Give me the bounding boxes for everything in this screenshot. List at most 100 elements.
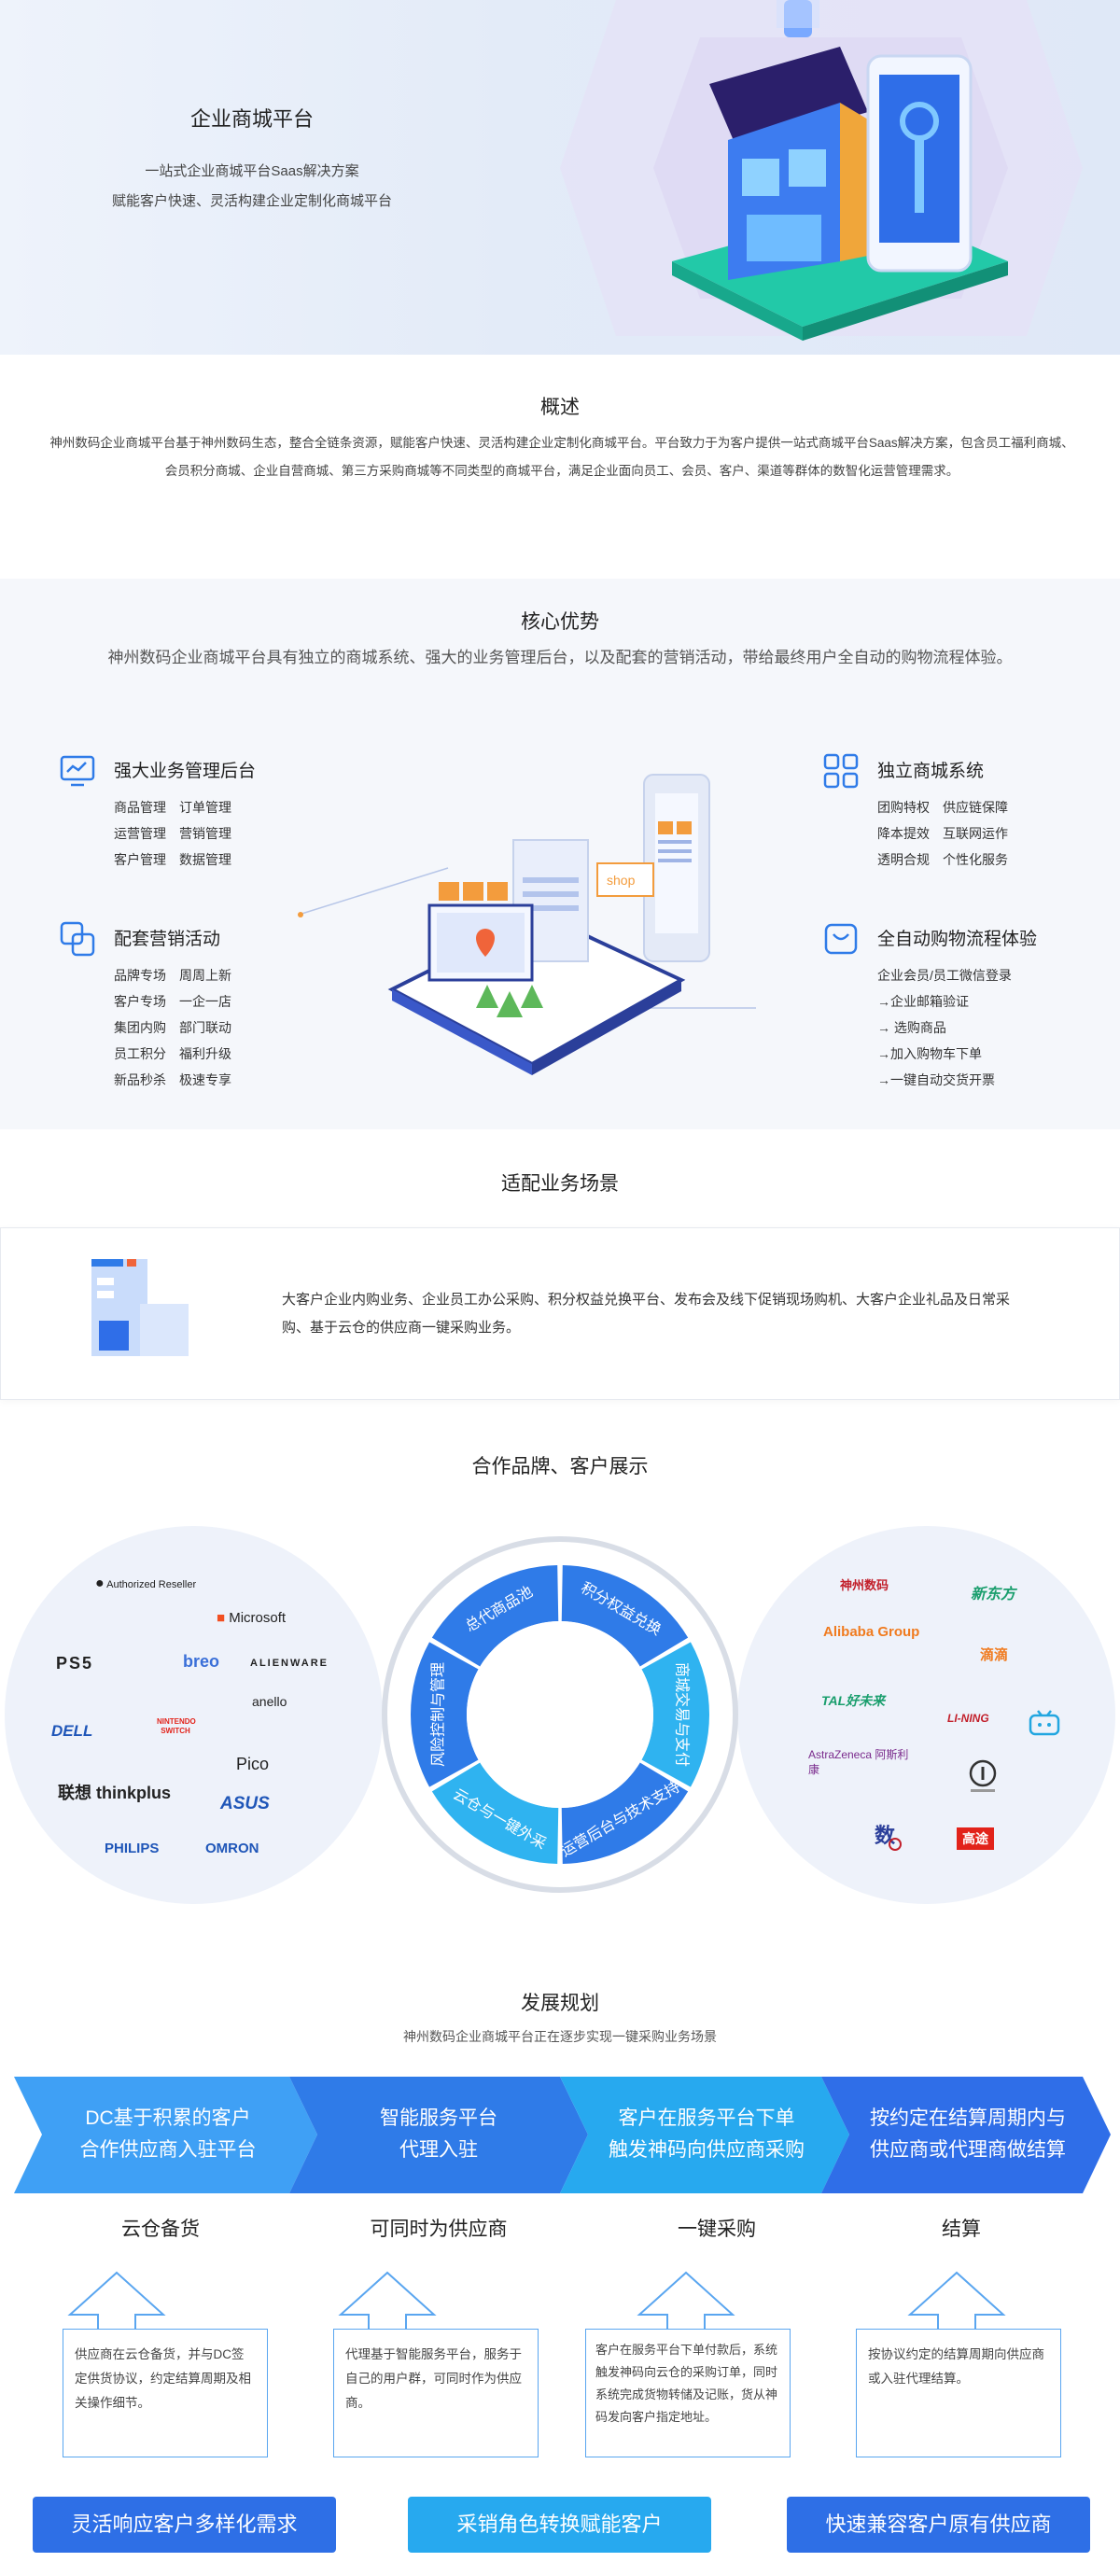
logo-lenovo-thinkplus: 联想 thinkplus bbox=[58, 1784, 171, 1802]
ring-label: 风险控制与管理 bbox=[429, 1662, 447, 1767]
overlap-squares-icon bbox=[60, 921, 95, 957]
ring-segment bbox=[431, 1762, 559, 1864]
feature-row: →一键自动交货开票 bbox=[877, 1072, 995, 1087]
logo-tal: TAL好未来 bbox=[821, 1693, 886, 1708]
feature-row: 透明合规个性化服务 bbox=[877, 852, 1008, 867]
roadmap-step-1: DC基于积累的客户合作供应商入驻平台 bbox=[79, 2107, 257, 2161]
logo-omron: OMRON bbox=[205, 1841, 259, 1856]
hero-line-2: 赋能客户快速、灵活构建企业定制化商城平台 bbox=[111, 193, 392, 209]
stage-note: 代理基于智能服务平台，服务于自己的用户群，可同时作为供应商。 bbox=[333, 2329, 539, 2457]
stage-note: 客户在服务平台下单付款后，系统触发神码向云仓的采购订单，同时系统完成货物转储及记… bbox=[585, 2329, 791, 2457]
ring-segment bbox=[431, 1565, 559, 1667]
feature-row: →加入购物车下单 bbox=[877, 1046, 982, 1061]
logo-nintendo-switch: NINTENDO SWITCH bbox=[157, 1717, 196, 1735]
feature-row: →企业邮箱验证 bbox=[877, 994, 969, 1009]
brand-bubble-left bbox=[5, 1526, 383, 1904]
core-advantages-section: 核心优势 神州数码企业商城平台具有独立的商城系统、强大的业务管理后台，以及配套的… bbox=[0, 579, 1120, 1129]
roadmap-step-3: 客户在服务平台下单触发神码向供应商采购 bbox=[609, 2107, 805, 2161]
feature-row: 客户管理数据管理 bbox=[114, 852, 231, 867]
partners-section: 合作品牌、客户展示 ● Authorized Reseller ■ Micros… bbox=[0, 1409, 1120, 1932]
logo-shuzi: 数 bbox=[875, 1824, 902, 1851]
core-subtitle: 神州数码企业商城平台具有独立的商城系统、强大的业务管理后台，以及配套的营销活动，… bbox=[107, 649, 1013, 666]
logo-ps5: PS5 bbox=[56, 1654, 94, 1673]
logo-bilibili bbox=[1029, 1710, 1060, 1736]
logo-astrazeneca: AstraZeneca 阿斯利康 bbox=[808, 1748, 909, 1776]
feature-row: 商品管理订单管理 bbox=[114, 800, 231, 815]
roadmap-arrows bbox=[14, 2077, 1111, 2193]
stage-label: 可同时为供应商 bbox=[370, 2219, 508, 2240]
roadmap-subtitle: 神州数码企业商城平台正在逐步实现一键采购业务场景 bbox=[403, 2029, 717, 2044]
logo-dell: DELL bbox=[51, 1722, 93, 1740]
stage-label: 一键采购 bbox=[678, 2219, 756, 2240]
overview-body: 神州数码企业商城平台基于神州数码生态，整合全链条资源，赋能客户快速、灵活构建企业… bbox=[49, 436, 1074, 478]
ring-segment bbox=[411, 1642, 479, 1787]
feature-auto-shopping: 全自动购物流程体验 企业会员/员工微信登录 →企业邮箱验证 → 选购商品 →加入… bbox=[821, 919, 1120, 1097]
roadmap-step-4: 按约定在结算周期内与供应商或代理商做结算 bbox=[870, 2107, 1066, 2161]
feature-row: 客户专场一企一店 bbox=[114, 994, 231, 1009]
logo-xindongfang: 新东方 bbox=[971, 1587, 1016, 1603]
ring-segment bbox=[641, 1642, 709, 1787]
stage-note: 按协议约定的结算周期向供应商或入驻代理结算。 bbox=[856, 2329, 1061, 2457]
building-icon bbox=[91, 1259, 189, 1356]
logo-didi: 滴滴 bbox=[980, 1647, 1009, 1663]
feature-row: 员工积分福利升级 bbox=[114, 1046, 231, 1061]
stage-label: 结算 bbox=[942, 2219, 981, 2240]
hero-text: 企业商城平台 一站式企业商城平台Saas解决方案 赋能客户快速、灵活构建企业定制… bbox=[65, 103, 439, 217]
hero-illustration bbox=[560, 0, 1083, 341]
logo-apple: ● Authorized Reseller bbox=[95, 1575, 197, 1591]
feature-mall-system: 独立商城系统 团购特权供应链保障 降本提效互联网运作 透明合规个性化服务 bbox=[821, 751, 1120, 867]
core-title: 核心优势 bbox=[521, 611, 599, 633]
feature-admin-backend: 强大业务管理后台 商品管理订单管理 运营管理营销管理 客户管理数据管理 bbox=[58, 751, 366, 867]
grid-icon bbox=[823, 753, 859, 789]
feature-row: 品牌专场周周上新 bbox=[114, 968, 231, 983]
logo-digital-china: 神州数码 bbox=[840, 1578, 889, 1592]
logo-alienware: ALIENWARE bbox=[250, 1658, 329, 1669]
logo-asus: ASUS bbox=[220, 1794, 270, 1813]
logo-philips: PHILIPS bbox=[105, 1841, 160, 1856]
bag-icon bbox=[824, 923, 858, 955]
feature-row: 降本提效互联网运作 bbox=[877, 826, 1008, 841]
feature-row: → 选购商品 bbox=[877, 1020, 946, 1035]
feature-title: 配套营销活动 bbox=[114, 930, 221, 949]
feature-row: 集团内购部门联动 bbox=[114, 1020, 231, 1035]
roadmap-step-2: 智能服务平台代理入驻 bbox=[380, 2107, 497, 2161]
logo-li-ning: LI-NING bbox=[947, 1712, 989, 1725]
hero-title: 企业商城平台 bbox=[189, 107, 314, 131]
stage-note: 供应商在云仓备货，并与DC签定供货协议，约定结算周期及相关操作细节。 bbox=[63, 2329, 268, 2457]
logo-alibaba: Alibaba Group bbox=[823, 1624, 920, 1640]
svg-text:数: 数 bbox=[875, 1824, 896, 1848]
benefit-pill: 采销角色转换赋能客户 bbox=[408, 2497, 711, 2553]
hero-line-1: 一站式企业商城平台Saas解决方案 bbox=[145, 163, 359, 179]
feature-title: 全自动购物流程体验 bbox=[877, 930, 1038, 949]
ring-label: 商城交易与支付 bbox=[674, 1662, 692, 1767]
feature-marketing: 配套营销活动 品牌专场周周上新 客户专场一企一店 集团内购部门联动 员工积分福利… bbox=[58, 919, 366, 1097]
feature-title: 强大业务管理后台 bbox=[114, 762, 257, 781]
feature-row: 新品秒杀极速专享 bbox=[114, 1072, 231, 1087]
service-ring: 总代商品池积分权益兑换商城交易与支付运营后台与技术支持云仓与一键外采风险控制与管… bbox=[382, 1536, 738, 1893]
scenario-body: 大客户企业内购业务、企业员工办公采购、积分权益兑换平台、发布会及线下促销现场购机… bbox=[282, 1292, 1011, 1336]
logo-anello: anello bbox=[252, 1694, 287, 1709]
feature-row: 企业会员/员工微信登录 bbox=[877, 968, 1012, 983]
partners-title: 合作品牌、客户展示 bbox=[471, 1456, 649, 1477]
feature-row: 团购特权供应链保障 bbox=[877, 800, 1008, 815]
roadmap-section: 发展规划 神州数码企业商城平台正在逐步实现一键采购业务场景 DC基于积累的客户合… bbox=[0, 1932, 1120, 2576]
shop-illustration: shop bbox=[298, 774, 756, 1075]
logo-pico: Pico bbox=[236, 1755, 270, 1773]
feature-title: 独立商城系统 bbox=[877, 762, 985, 781]
logo-gaotu: 高途 bbox=[957, 1827, 994, 1850]
scenario-section: 适配业务场景 大客户企业内购业务、企业员工办公采购、积分权益兑换平台、发布会及线… bbox=[0, 1129, 1120, 1409]
overview-title: 概述 bbox=[540, 397, 580, 418]
scenario-title: 适配业务场景 bbox=[501, 1173, 619, 1195]
logo-breo: breo bbox=[183, 1652, 220, 1671]
stage-label: 云仓备货 bbox=[121, 2219, 200, 2240]
ring-segment bbox=[561, 1762, 689, 1864]
benefit-pill: 灵活响应客户多样化需求 bbox=[33, 2497, 336, 2553]
ring-segment bbox=[561, 1565, 689, 1667]
roadmap-title: 发展规划 bbox=[521, 1993, 599, 2014]
benefit-pill: 快速兼容客户原有供应商 bbox=[787, 2497, 1090, 2553]
shop-sign: shop bbox=[607, 873, 636, 888]
overview-section: 概述 神州数码企业商城平台基于神州数码生态，整合全链条资源，赋能客户快速、灵活构… bbox=[0, 355, 1120, 579]
logo-microsoft: ■ Microsoft bbox=[217, 1610, 287, 1626]
feature-row: 运营管理营销管理 bbox=[114, 826, 231, 841]
hero-banner: 企业商城平台 一站式企业商城平台Saas解决方案 赋能客户快速、灵活构建企业定制… bbox=[0, 0, 1120, 355]
